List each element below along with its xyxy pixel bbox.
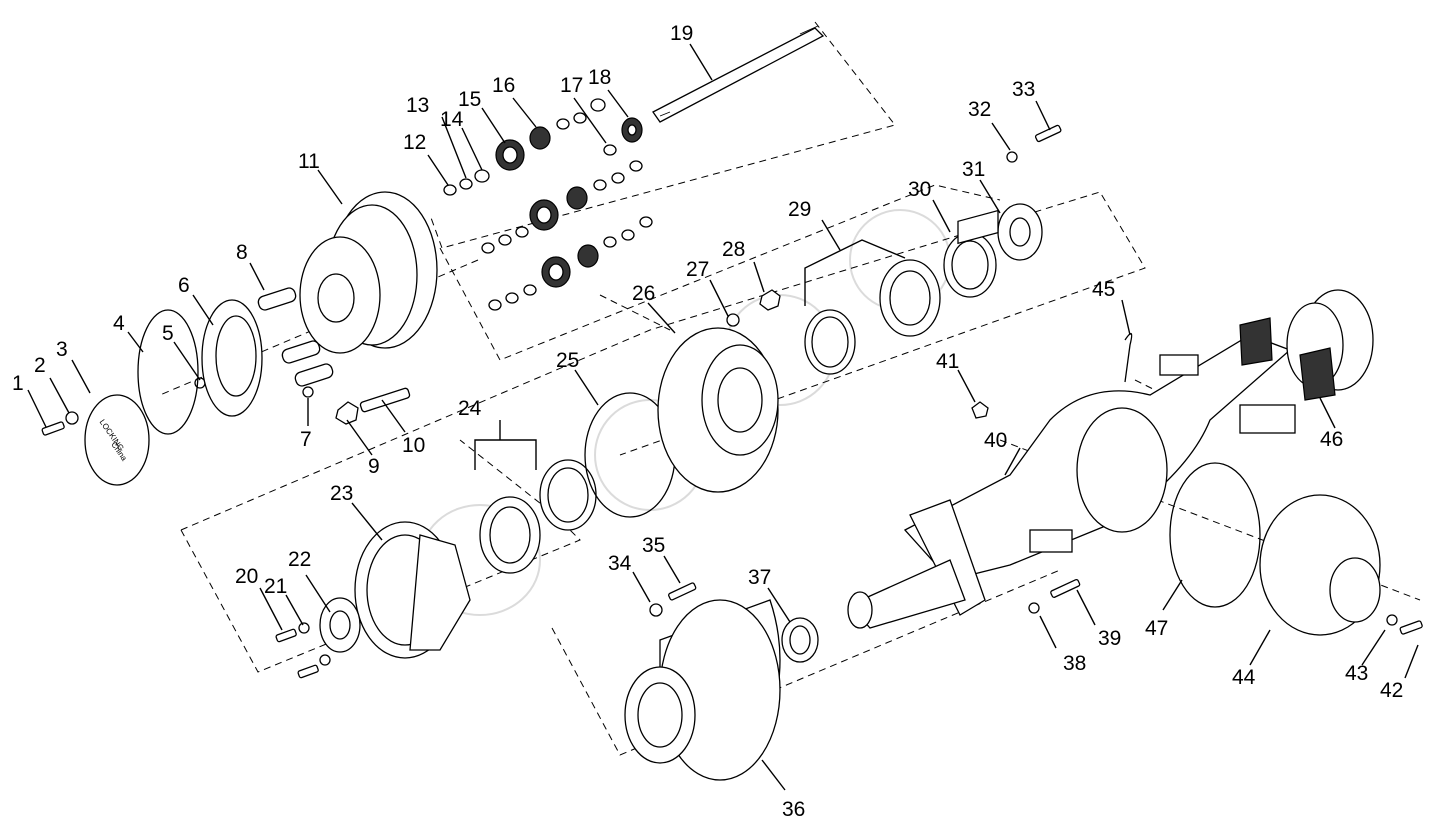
callout-37: 37 (748, 566, 771, 589)
callout-31: 31 (962, 158, 985, 181)
callout-28: 28 (722, 238, 745, 261)
leader-lines (27, 43, 1419, 791)
callout-10: 10 (402, 434, 425, 457)
callout-16: 16 (492, 74, 515, 97)
callout-11: 11 (298, 150, 320, 173)
callout-21: 21 (264, 575, 287, 598)
callout-15: 15 (458, 88, 481, 111)
bearing-seal-group (479, 392, 676, 574)
callout-40: 40 (984, 429, 1007, 452)
callout-27: 27 (686, 258, 709, 281)
callout-32: 32 (968, 98, 991, 121)
callout-46: 46 (1320, 428, 1343, 451)
hub-cover-group: LOCKING China (41, 299, 263, 486)
callout-7: 7 (300, 428, 312, 451)
callout-42: 42 (1380, 679, 1403, 702)
callout-6: 6 (178, 274, 190, 297)
callout-39: 39 (1098, 627, 1121, 650)
planetary-gears (443, 98, 653, 311)
callout-45: 45 (1092, 278, 1115, 301)
callout-12: 12 (403, 131, 426, 154)
callout-22: 22 (288, 548, 311, 571)
callout-26: 26 (632, 282, 655, 305)
callout-2: 2 (34, 354, 46, 377)
callout-20: 20 (235, 565, 258, 588)
callout-35: 35 (642, 534, 665, 557)
callout-13: 13 (406, 94, 429, 117)
callout-8: 8 (236, 241, 248, 264)
right-hub (1239, 289, 1374, 401)
callout-34: 34 (608, 552, 632, 575)
callout-30: 30 (908, 178, 931, 201)
callout-18: 18 (588, 66, 611, 89)
callout-33: 33 (1012, 78, 1035, 101)
callout-43: 43 (1345, 662, 1368, 685)
callout-14: 14 (440, 108, 464, 131)
callout-9: 9 (368, 455, 380, 478)
ring-gear-group (275, 521, 471, 679)
callout-3: 3 (56, 338, 68, 361)
diff-cover-group (1169, 462, 1423, 636)
callout-5: 5 (162, 322, 174, 345)
brake-drum-group (624, 333, 1133, 781)
callout-41: 41 (936, 350, 959, 373)
callout-1: 1 (12, 372, 24, 395)
callout-4: 4 (113, 312, 125, 335)
callout-24: 24 (458, 397, 482, 420)
callout-19: 19 (670, 22, 693, 45)
callout-47: 47 (1145, 617, 1168, 640)
callout-29: 29 (788, 198, 811, 221)
callout-17: 17 (560, 74, 583, 97)
callout-36: 36 (782, 798, 805, 821)
callout-23: 23 (330, 482, 353, 505)
axle-shaft (652, 25, 825, 123)
callout-25: 25 (556, 349, 579, 372)
inner-bearing-group (804, 124, 1062, 375)
callout-44: 44 (1232, 666, 1256, 689)
axle-housing (847, 209, 1296, 629)
planetary-carrier (299, 191, 438, 354)
callout-38: 38 (1063, 652, 1086, 675)
wheel-hub (657, 289, 781, 493)
pins-and-small-parts (194, 287, 411, 425)
callout-labels: 1 2 3 4 5 6 7 8 9 10 11 12 13 14 15 16 1… (12, 22, 1403, 821)
